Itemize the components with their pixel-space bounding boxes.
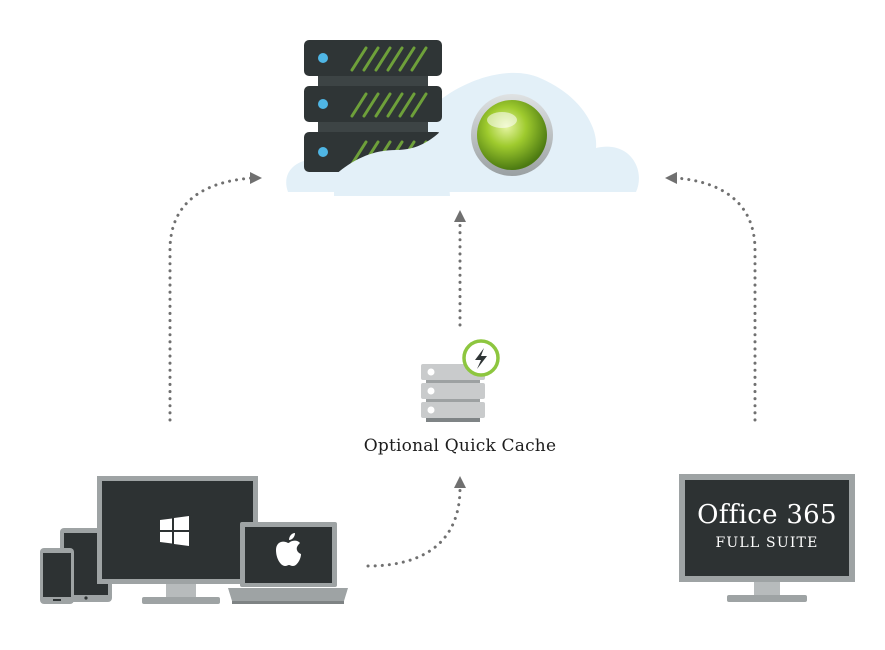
windows-logo-icon [160,516,189,546]
cache-label: Optional Quick Cache [363,436,557,456]
server-unit [304,40,442,76]
desktop-monitor-icon [97,476,258,604]
office-title: Office 365 [697,500,837,530]
cache-server-icon [421,364,485,422]
arrowhead [454,476,466,488]
arrowhead [454,210,466,222]
client-devices [40,476,348,604]
connector-left-to-cloud [168,176,254,422]
server-rack-icon [304,40,450,196]
arrowhead [665,172,677,184]
office-screen: Office 365 FULL SUITE [685,480,849,576]
connector-right-to-cloud [674,176,757,422]
apple-logo-icon [276,533,301,566]
server-unit [304,86,442,122]
lightning-icon [462,339,500,377]
arrowhead [250,172,262,184]
office-subtitle: FULL SUITE [715,535,819,551]
office-monitor-icon [679,474,855,602]
green-orb-icon [471,94,553,176]
connector-clients-to-cache [366,486,462,568]
phone-icon [40,548,74,604]
